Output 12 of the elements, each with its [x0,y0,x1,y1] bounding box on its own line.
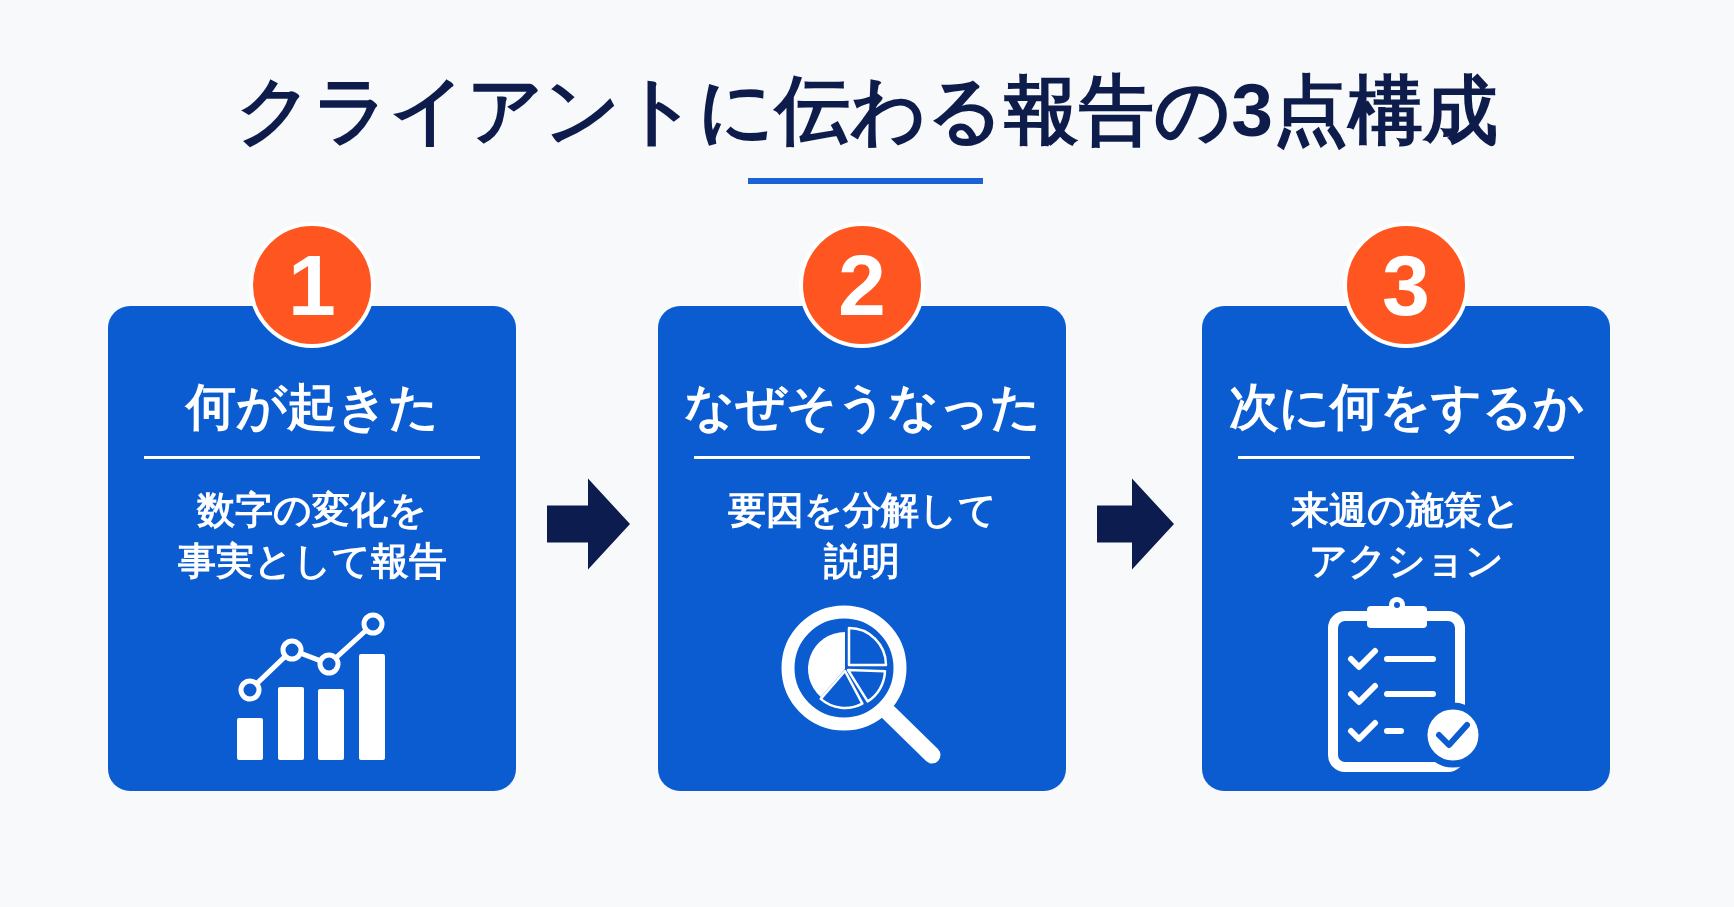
card-heading: 次に何をするか [1228,378,1584,437]
number-badge: 1 [249,222,375,348]
arrow [1097,478,1174,570]
card-description: 数字の変化を事実として報告 [176,488,448,584]
card-description: 来週の施策とアクション [1290,488,1522,584]
card-heading: 何が起きた [185,378,439,437]
card-description: 要因を分解して説明 [726,488,998,584]
title: クライアントに伝わる報告の3点構成 [236,67,1498,154]
number-badge: 2 [799,222,925,348]
number-badge: 3 [1343,222,1469,348]
card-heading: なぜそうなった [683,378,1041,437]
arrow [547,478,630,570]
